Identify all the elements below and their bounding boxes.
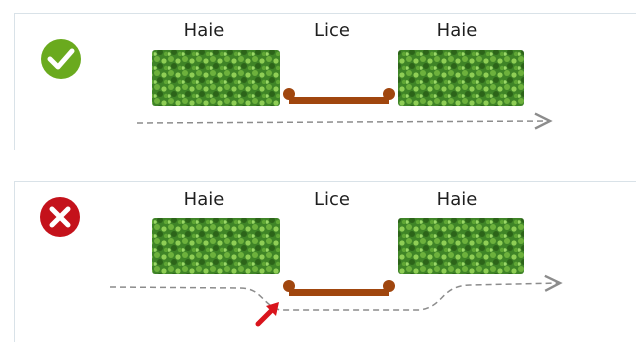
label-gate-top: Lice xyxy=(314,20,350,41)
label-right-hedge-top: Haie xyxy=(436,20,478,41)
hedge-left-top xyxy=(152,50,280,106)
hedge-left-bottom xyxy=(152,218,280,274)
gate-bottom xyxy=(283,280,395,296)
gate-top xyxy=(283,88,395,104)
scenario-incorrect-panel xyxy=(14,181,636,342)
scenario-correct-panel xyxy=(14,13,636,150)
label-gate-bottom: Lice xyxy=(314,189,350,210)
red-arrow-icon xyxy=(255,302,279,327)
status-correct-icon xyxy=(41,39,81,79)
path-detour-bottom xyxy=(109,274,563,311)
path-straight-top xyxy=(136,112,553,130)
hedge-right-bottom xyxy=(398,218,524,274)
hedge-right-top xyxy=(398,50,524,106)
label-left-hedge-bottom: Haie xyxy=(183,189,225,210)
status-incorrect-icon xyxy=(40,197,80,237)
label-right-hedge-bottom: Haie xyxy=(436,189,478,210)
label-left-hedge-top: Haie xyxy=(183,20,225,41)
